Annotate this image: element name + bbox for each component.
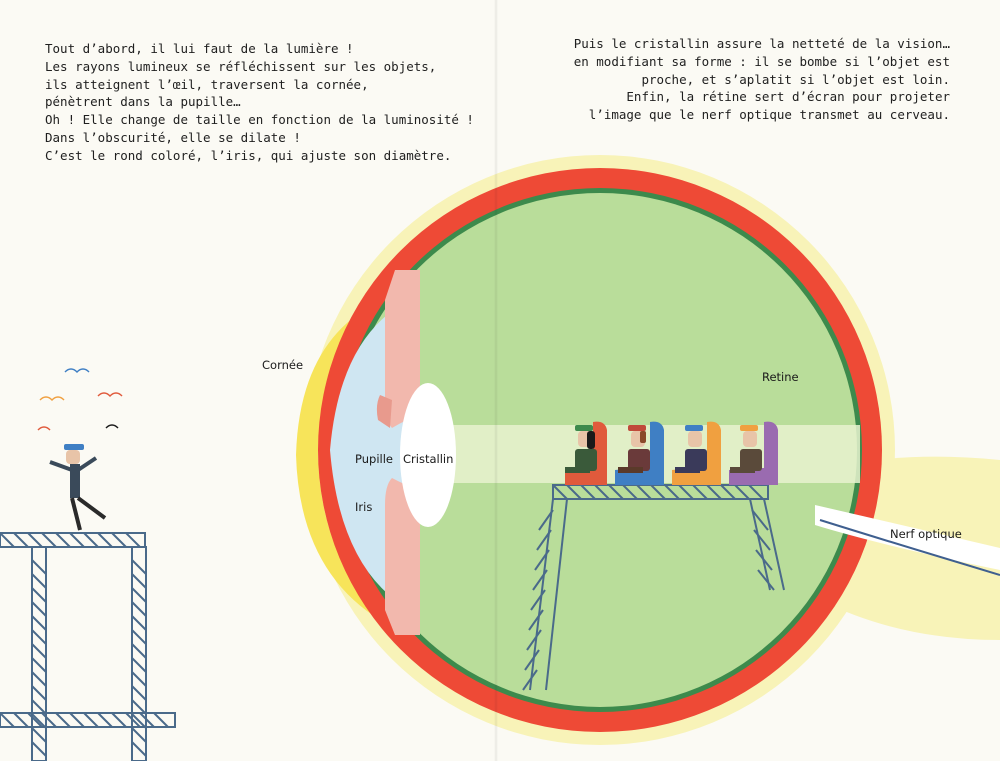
left-line: ils atteignent l’œil, traversent la corn… (45, 76, 369, 92)
left-line: Les rayons lumineux se réfléchissent sur… (45, 58, 437, 74)
label-optic-nerve: Nerf optique (890, 527, 962, 541)
left-line: Oh ! Elle change de taille en fonction d… (45, 112, 474, 128)
optic-nerve-band (815, 505, 1000, 570)
scaffold-inside (522, 484, 785, 691)
iris-bottom (385, 478, 420, 635)
label-pupil: Pupille (355, 452, 393, 466)
right-line: en modifiant sa forme : il se bombe si l… (573, 53, 950, 69)
viewers (565, 425, 762, 473)
label-retina: Retine (762, 370, 799, 384)
left-line: C’est le rond coloré, l’iris, qui ajuste… (45, 147, 452, 163)
page-fold (494, 0, 498, 761)
left-paragraph: Tout d’abord, il lui faut de la lumière … (45, 40, 474, 165)
left-line: Dans l’obscurité, elle se dilate ! (45, 129, 301, 145)
juggler-figure (49, 444, 107, 531)
ciliary-top (376, 395, 392, 428)
label-iris: Iris (355, 500, 373, 514)
label-lens: Cristallin (403, 452, 454, 466)
lens (400, 383, 456, 527)
iris-top (385, 270, 420, 428)
scaffold-tower (0, 532, 176, 761)
optic-nerve-line (819, 519, 1000, 576)
left-line: Tout d’abord, il lui faut de la lumière … (45, 41, 354, 56)
right-paragraph: Puis le cristallin assure la netteté de … (574, 35, 950, 124)
right-line: Puis le cristallin assure la netteté de … (573, 36, 950, 51)
left-line: pénètrent dans la pupille… (45, 94, 241, 110)
floating-glasses-icon (37, 368, 123, 431)
right-line: Enfin, la rétine sert d’écran pour proje… (626, 89, 950, 105)
right-line: proche, et s’aplatit si l’objet est loin… (641, 71, 950, 87)
label-cornea: Cornée (262, 358, 304, 372)
right-line: l’image que le nerf optique transmet au … (588, 107, 950, 123)
